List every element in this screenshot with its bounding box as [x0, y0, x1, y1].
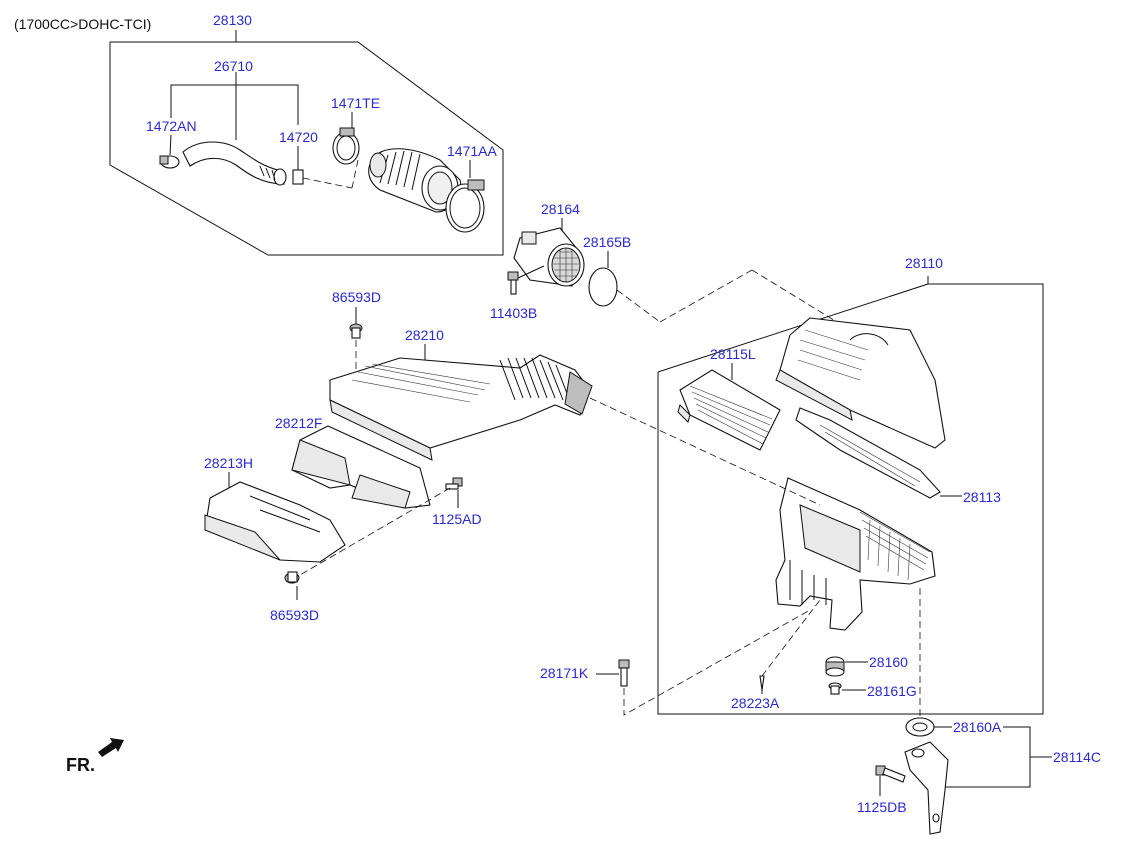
label-28212F[interactable]: 28212F	[275, 415, 322, 431]
label-28223A[interactable]: 28223A	[731, 695, 780, 711]
grommet-28160-part	[825, 656, 868, 677]
label-26710[interactable]: 26710	[214, 58, 253, 74]
label-28160[interactable]: 28160	[869, 654, 908, 670]
washer-28160A-part	[905, 717, 952, 737]
clamp-1471TE-part	[332, 127, 360, 165]
group-28130-frame	[109, 30, 504, 256]
resonator-28212F-part	[291, 425, 431, 509]
bolt-1125DB-part	[875, 765, 906, 796]
label-28171K[interactable]: 28171K	[540, 665, 589, 681]
label-28210[interactable]: 28210	[405, 327, 444, 343]
label-28114C[interactable]: 28114C	[1053, 749, 1101, 765]
dash-28223A	[761, 599, 821, 677]
label-28165B[interactable]: 28165B	[583, 234, 631, 250]
oring-28165B-part	[588, 267, 618, 307]
mount-bracket-28114C-part	[904, 741, 949, 835]
label-14720[interactable]: 14720	[279, 129, 318, 145]
dash-1125AD	[299, 487, 451, 576]
breather-hose-part	[182, 141, 287, 186]
label-1125AD[interactable]: 1125AD	[432, 511, 482, 527]
filter-element-28115L-part	[677, 369, 781, 451]
label-1471TE[interactable]: 1471TE	[331, 95, 380, 111]
front-direction-label: FR.	[66, 755, 95, 775]
bolt-11403B-part	[507, 265, 545, 295]
label-11403B[interactable]: 11403B	[490, 305, 537, 321]
label-86593D-top[interactable]: 86593D	[332, 289, 381, 305]
dash-1471TE	[351, 159, 359, 189]
label-1125DB[interactable]: 1125DB	[857, 799, 907, 815]
air-cleaner-housing-part	[775, 477, 936, 631]
label-1472AN[interactable]: 1472AN	[146, 118, 197, 134]
guide-28213H-part	[204, 481, 346, 563]
leader-26710	[170, 72, 299, 140]
bolt-1125AD-part	[445, 477, 463, 508]
dash-duct-to-housing	[589, 397, 821, 506]
airflow-sensor-part	[513, 227, 585, 287]
group-28110-frame	[657, 276, 1044, 715]
clip-28223A-part	[759, 675, 765, 694]
dash-cover-link	[751, 269, 851, 331]
engine-spec-header: (1700CC>DOHC-TCI)	[14, 16, 151, 32]
label-1471AA[interactable]: 1471AA	[447, 143, 497, 159]
label-28115L[interactable]: 28115L	[710, 346, 756, 362]
intake-duct-part	[368, 148, 462, 213]
air-cleaner-cover-part	[775, 317, 946, 449]
clamp-1471AA-part	[445, 179, 485, 233]
label-28130[interactable]: 28130	[213, 12, 252, 28]
label-28113[interactable]: 28113	[963, 489, 1001, 505]
dash-28165B	[616, 289, 661, 323]
dash-28171K	[623, 609, 811, 716]
clamp-1472AN-part	[159, 134, 180, 169]
gasket-28113-part	[795, 407, 941, 499]
front-arrow-icon	[98, 738, 124, 757]
label-28161G[interactable]: 28161G	[867, 683, 917, 699]
pin-28161G-part	[828, 682, 866, 695]
label-28164[interactable]: 28164	[541, 201, 580, 217]
clamp-14720-part	[292, 146, 353, 189]
group-28114C-frame	[945, 726, 1052, 788]
label-86593D-bottom[interactable]: 86593D	[270, 607, 319, 623]
label-28160A[interactable]: 28160A	[953, 719, 1002, 735]
nut-86593D-bottom-part	[284, 571, 300, 600]
dash-28165B-to-cover	[659, 269, 753, 323]
bolt-28171K-part	[596, 659, 630, 687]
label-28110[interactable]: 28110	[905, 255, 943, 271]
air-duct-28210-part	[329, 354, 593, 461]
nut-86593D-top-part	[349, 307, 363, 339]
label-28213H[interactable]: 28213H	[204, 455, 253, 471]
